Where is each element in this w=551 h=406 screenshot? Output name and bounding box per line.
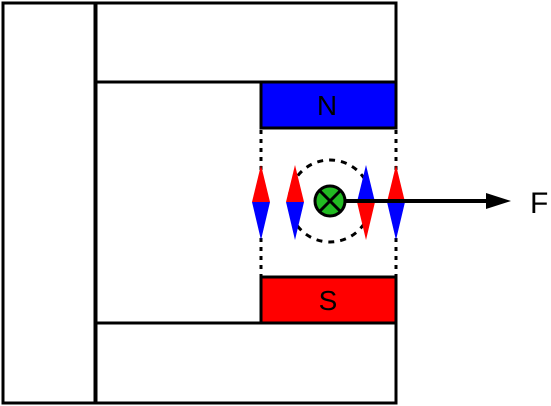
compass-needle xyxy=(357,165,375,240)
force-arrow-head xyxy=(486,193,511,209)
north-pole-block xyxy=(259,80,398,130)
conductor xyxy=(313,184,347,218)
force-arrow: F xyxy=(330,187,548,220)
force-label: F xyxy=(530,187,548,220)
yoke-top-arm xyxy=(93,1,398,84)
yoke-back xyxy=(1,1,98,405)
south-pole: S xyxy=(259,275,398,325)
needle-top-half xyxy=(357,165,375,202)
south-pole-label: S xyxy=(319,285,338,316)
yoke-bottom-arm xyxy=(93,321,398,405)
compass-needle xyxy=(286,165,304,240)
needle-bottom-half xyxy=(286,202,304,240)
iron-yoke xyxy=(1,1,398,405)
north-pole-label: N xyxy=(317,90,337,121)
compass-needle xyxy=(252,165,270,240)
needle-top-half xyxy=(286,165,304,202)
compass-needle xyxy=(387,165,405,240)
needle-bottom-half xyxy=(387,202,405,240)
needle-top-half xyxy=(387,165,405,202)
south-pole-block xyxy=(259,275,398,325)
compass-needles xyxy=(252,165,405,240)
current-into-page-icon xyxy=(318,189,342,213)
north-pole: N xyxy=(259,80,398,130)
needle-top-half xyxy=(252,165,270,202)
needle-bottom-half xyxy=(252,202,270,240)
needle-bottom-half xyxy=(357,202,375,240)
